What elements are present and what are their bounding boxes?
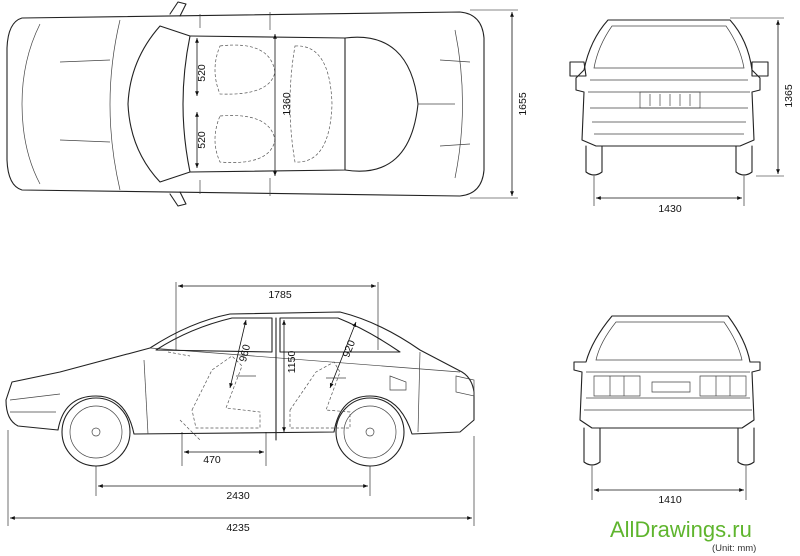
top-interior-width-dim: 1360 [281,92,293,116]
watermark: AllDrawings.ru [610,517,752,542]
top-seat-front-dim: 520 [196,64,208,82]
front-height-dim: 1365 [783,84,795,108]
rear-track-dim: 1410 [658,494,682,506]
side-view [5,282,475,526]
top-seat-rear-dim: 520 [196,131,208,149]
top-view [6,1,518,207]
side-front-headroom-dim: 960 [237,343,253,363]
unit-note: (Unit: mm) [712,543,756,554]
side-interior-height-dim: 1150 [286,351,298,374]
rear-view [573,315,761,500]
top-overall-width-dim: 1655 [517,92,529,116]
side-seat-depth-dim: 470 [203,454,221,466]
side-wheelbase-dim: 2430 [226,490,250,502]
side-overall-length-dim: 4235 [226,522,250,534]
front-view [569,17,784,206]
side-rear-headroom-dim: 920 [340,338,358,359]
front-track-dim: 1430 [658,203,682,215]
side-cabin-length-dim: 1785 [268,289,292,301]
